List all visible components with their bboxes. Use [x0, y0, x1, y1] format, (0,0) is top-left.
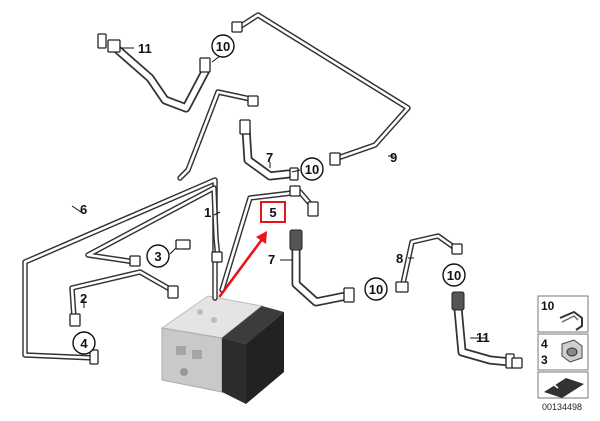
- highlight-part-5: 5: [218, 201, 286, 298]
- callout-circle-3: 3: [146, 244, 170, 268]
- callout-10-right-text: 10: [447, 268, 461, 283]
- brake-hose-11-front: [113, 45, 211, 113]
- bracket-clip-icon: [559, 310, 583, 331]
- brake-line-1: [85, 185, 221, 265]
- document-number: 00134498: [542, 402, 582, 412]
- brake-line-upper-left: [177, 89, 258, 181]
- callout-8-brake-line: 8: [396, 251, 403, 266]
- callout-circle-10-lower-hose: 10: [364, 277, 388, 301]
- callout-3-text: 3: [154, 249, 161, 264]
- callout-circle-10-right: 10: [442, 263, 466, 287]
- brake-line-2: [69, 269, 178, 321]
- callout-7-upper-hose: 7: [266, 150, 273, 165]
- leader-lines: [71, 47, 486, 339]
- fittings: [69, 21, 523, 369]
- highlight-arrow-shaft: [218, 236, 265, 298]
- brake-hose-7-lower: [291, 245, 351, 307]
- parts-legend: 10 4 3 00134498: [537, 295, 589, 412]
- callout-10-lower-hose-text: 10: [369, 282, 383, 297]
- brake-hose-11-rear: [453, 303, 515, 367]
- callout-11-rear-hose: 11: [476, 330, 490, 345]
- brake-line-8: [399, 233, 458, 291]
- brake-line-5: [219, 189, 315, 293]
- callout-9-rear-line: 9: [390, 150, 397, 165]
- legend-label-4: 4: [541, 337, 548, 351]
- callout-10-top-text: 10: [216, 39, 230, 54]
- legend-label-3: 3: [541, 353, 548, 367]
- highlight-arrow-icon: [256, 231, 267, 244]
- callout-circle-4: 4: [72, 331, 96, 355]
- callout-circle-10-upper-hose: 10: [300, 157, 324, 181]
- callout-5-text: 5: [269, 205, 276, 220]
- callout-7-lower-hose: 7: [268, 252, 275, 267]
- union-nut-icon: [561, 339, 583, 363]
- callout-11-front-hose: 11: [138, 41, 152, 56]
- callout-circle-10-top: 10: [211, 34, 235, 58]
- pipe-cut-icon: [544, 378, 584, 398]
- callout-10-upper-hose-text: 10: [305, 162, 319, 177]
- abs-unit: [160, 295, 284, 404]
- callout-6-main-line: 6: [80, 202, 87, 217]
- legend-label-10: 10: [541, 299, 555, 313]
- callout-2-brake-line: 2: [80, 291, 87, 306]
- brake-hose-7-upper: [241, 123, 293, 181]
- callout-1-brake-line: 1: [204, 205, 211, 220]
- brake-line-9: [235, 12, 411, 163]
- callout-4-text: 4: [80, 336, 88, 351]
